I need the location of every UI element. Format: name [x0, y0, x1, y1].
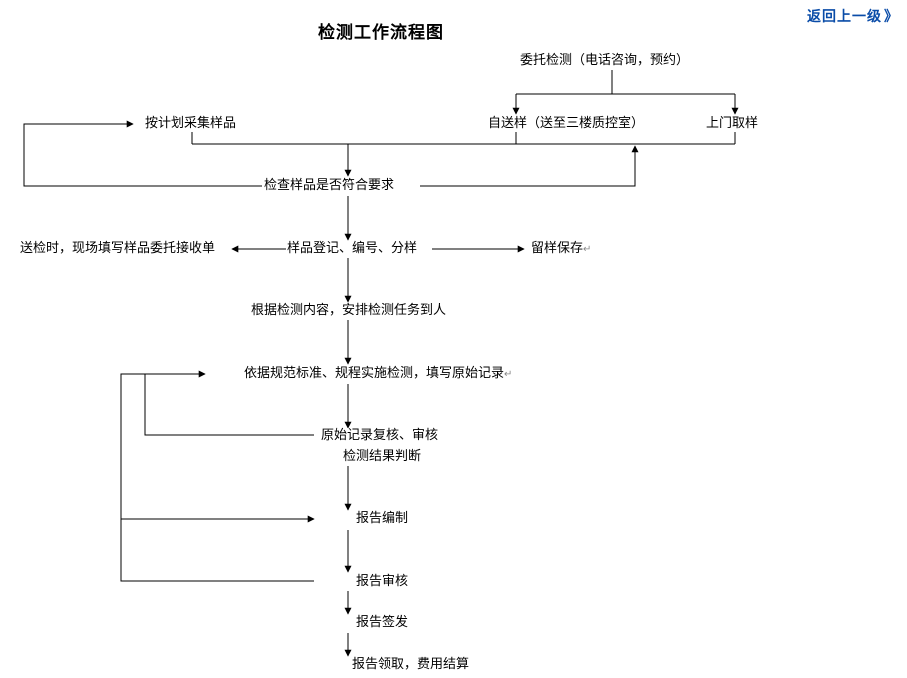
connector-report-review-loop — [120, 373, 314, 582]
page-title: 检测工作流程图 — [318, 23, 444, 43]
return-mark: ↵ — [583, 244, 592, 255]
node-delivery-form: 送检时，现场填写样品委托接收单 — [20, 241, 216, 256]
node-arrange: 根据检测内容，安排检测任务到人 — [250, 303, 448, 319]
node-judge: 检测结果判断 — [343, 449, 422, 464]
node-report-review: 报告审核 — [356, 574, 409, 589]
arrow-review-feedback — [144, 370, 314, 436]
node-report-issue: 报告签发 — [356, 615, 409, 630]
back-link-label: 返回上一级 — [807, 9, 882, 25]
node-retain: 留样保存↵ — [530, 241, 592, 258]
node-report-compile: 报告编制 — [356, 511, 409, 526]
back-link[interactable]: 返回上一级》 — [807, 6, 899, 26]
node-review-record: 原始记录复核、审核 — [320, 428, 440, 444]
node-retain-label: 留样保存 — [531, 241, 584, 256]
node-report-collect: 报告领取，费用结算 — [352, 657, 470, 672]
arrow-reject-to-planned — [23, 120, 262, 187]
node-self-delivery: 自送样（送至三楼质控室） — [488, 116, 645, 131]
node-register: 样品登记、编号、分样 — [286, 241, 419, 257]
node-check-sample: 检查样品是否符合要求 — [263, 178, 396, 194]
return-mark: ↵ — [504, 369, 513, 380]
node-perform: 依据规范标准、规程实施检测，填写原始记录↵ — [243, 366, 514, 383]
arrow-reject-to-self — [420, 145, 639, 187]
node-onsite-sampling: 上门取样 — [706, 116, 759, 131]
double-chevron-right-icon: 》 — [884, 9, 899, 25]
node-entrust: 委托检测（电话咨询，预约） — [520, 53, 690, 68]
node-perform-label: 依据规范标准、规程实施检测，填写原始记录 — [244, 366, 505, 381]
node-planned-sampling: 按计划采集样品 — [145, 116, 237, 131]
